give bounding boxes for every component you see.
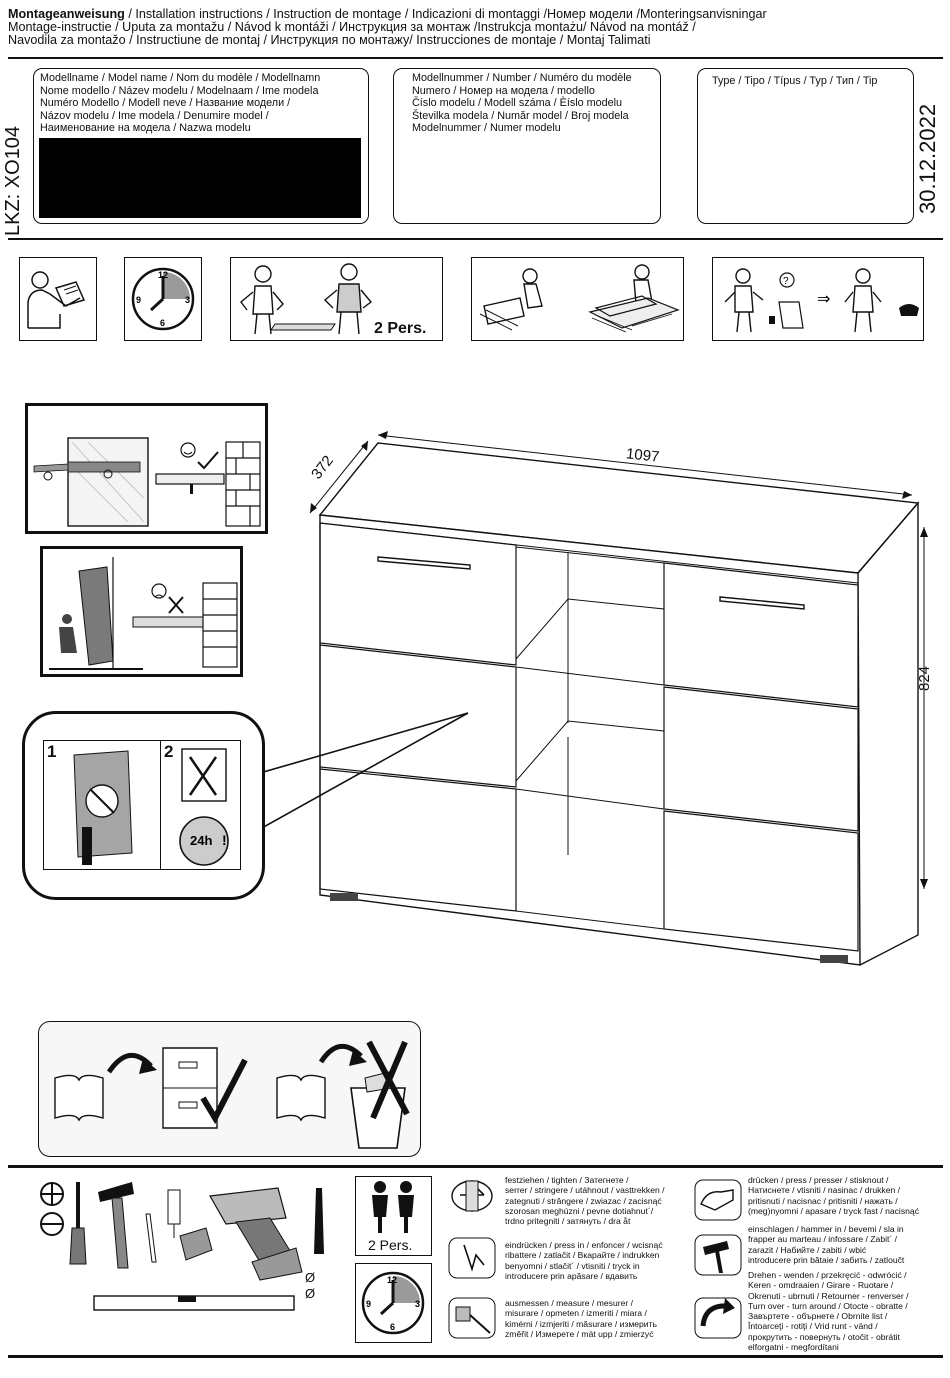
read-instructions-icon bbox=[19, 257, 97, 341]
header-title: Montageanweisung bbox=[8, 7, 125, 21]
model-name-box: Modellname / Model name / Nom du modèle … bbox=[33, 68, 369, 224]
press-icon bbox=[693, 1178, 743, 1222]
press-in-icon bbox=[446, 1235, 498, 1281]
turn-over-icon bbox=[693, 1296, 743, 1340]
height-dimension: 824 bbox=[916, 665, 933, 691]
diameter-symbol-2: Ø bbox=[305, 1286, 316, 1301]
model-name-label-4: Názov modelu / Ime modela / Denumire mod… bbox=[40, 109, 269, 122]
type-label: Type / Tipo / Típus / Typ / Тип / Tip bbox=[712, 75, 878, 87]
svg-text:6: 6 bbox=[390, 1322, 395, 1332]
required-tools: Ø Ø bbox=[30, 1178, 340, 1348]
svg-text:3: 3 bbox=[415, 1299, 420, 1309]
model-name-redaction bbox=[39, 138, 361, 218]
sideboard-drawing: 1097 372 824 bbox=[260, 395, 950, 975]
model-number-label-2: Numero / Номер на модела / modello bbox=[412, 84, 595, 97]
model-number-label-5: Modelnummer / Numer modelu bbox=[412, 122, 561, 135]
type-box: Type / Tipo / Típus / Typ / Тип / Tip bbox=[697, 68, 914, 224]
model-number-label-4: Številka modela / Număr model / Broj mod… bbox=[412, 109, 629, 122]
legend-press-in: eindrücken / press in / enfoncer / wcisn… bbox=[505, 1240, 663, 1281]
two-persons-box-label: 2 Pers. bbox=[368, 1237, 413, 1253]
measure-icon bbox=[446, 1295, 498, 1341]
legend-hammer: einschlagen / hammer in / bevemi / sla i… bbox=[748, 1224, 905, 1265]
model-name-label-2: Nome modello / Název modelu / Modelnaam … bbox=[40, 84, 319, 97]
model-name-label-1: Modellname / Model name / Nom du modèle … bbox=[40, 72, 321, 84]
support-help-icon: ? ⇒ bbox=[712, 257, 924, 341]
model-number-label-3: Číslo modelu / Modell száma / Èíslo mode… bbox=[412, 97, 623, 110]
clock-icon: 12 3 6 9 bbox=[124, 257, 202, 341]
step-2-label: 2 bbox=[164, 742, 174, 761]
model-name-label-5: Наименование на модела / Nazwa modelu bbox=[40, 122, 251, 135]
svg-text:⇒: ⇒ bbox=[817, 289, 830, 308]
care-steps-frame: 1 2 24h ! bbox=[43, 740, 241, 870]
time-required-box: 12 3 6 9 bbox=[355, 1263, 432, 1343]
model-number-label-1: Modellnummer / Number / Numéro du modèle bbox=[412, 72, 632, 84]
header-rule bbox=[8, 57, 943, 59]
use-carpet-icon bbox=[471, 257, 684, 341]
svg-text:9: 9 bbox=[366, 1299, 371, 1309]
model-number-box: Modellnummer / Number / Numéro du modèle… bbox=[393, 68, 661, 224]
tools-bottom-rule bbox=[8, 1355, 943, 1358]
hours-label: 24h bbox=[190, 833, 212, 848]
header-line2: Montage-instructie / Uputa za montažu / … bbox=[8, 20, 696, 34]
exclaim-label: ! bbox=[222, 832, 227, 848]
header-line3: Navodila za montažo / Instructiune de mo… bbox=[8, 33, 651, 47]
svg-text:12: 12 bbox=[158, 270, 168, 280]
legend-measure: ausmessen / measure / mesurer /misurare … bbox=[505, 1298, 658, 1339]
lkz-code: LKZ: XO104 bbox=[2, 125, 24, 236]
diameter-symbol-1: Ø bbox=[305, 1270, 316, 1285]
tighten-icon bbox=[446, 1173, 498, 1219]
header-line1: / Installation instructions / Instructio… bbox=[124, 7, 767, 21]
svg-text:6: 6 bbox=[160, 318, 165, 328]
model-name-label-3: Numéro Modello / Modell neve / Название … bbox=[40, 97, 291, 110]
svg-text:9: 9 bbox=[136, 295, 141, 305]
surface-care-panel: 1 2 24h ! bbox=[22, 711, 265, 900]
legend-tighten: festziehen / tighten / Затегнете /serrer… bbox=[505, 1175, 665, 1227]
two-persons-box: 2 Pers. bbox=[355, 1176, 432, 1256]
section-rule bbox=[8, 238, 943, 240]
legend-press: drücken / press / presser / stisknout /Н… bbox=[748, 1175, 919, 1216]
document-date: 30.12.2022 bbox=[915, 103, 940, 214]
width-dimension: 1097 bbox=[625, 445, 661, 466]
legend-turn: Drehen - wenden / przekręcić - odwrócić … bbox=[748, 1270, 909, 1353]
wall-anchoring-warning-panel bbox=[40, 546, 243, 677]
svg-text:?: ? bbox=[783, 276, 789, 287]
two-persons-label: 2 Pers. bbox=[374, 320, 427, 337]
wall-anchoring-correct-panel bbox=[25, 403, 268, 534]
tools-top-rule bbox=[8, 1165, 943, 1168]
keep-instructions-panel bbox=[38, 1021, 421, 1157]
two-person-assembly-icon: 2 Pers. bbox=[230, 257, 443, 341]
step-1-label: 1 bbox=[47, 742, 57, 761]
hammer-icon bbox=[693, 1233, 743, 1277]
svg-text:3: 3 bbox=[185, 295, 190, 305]
document-header: Montageanweisung / Installation instruct… bbox=[8, 8, 943, 47]
